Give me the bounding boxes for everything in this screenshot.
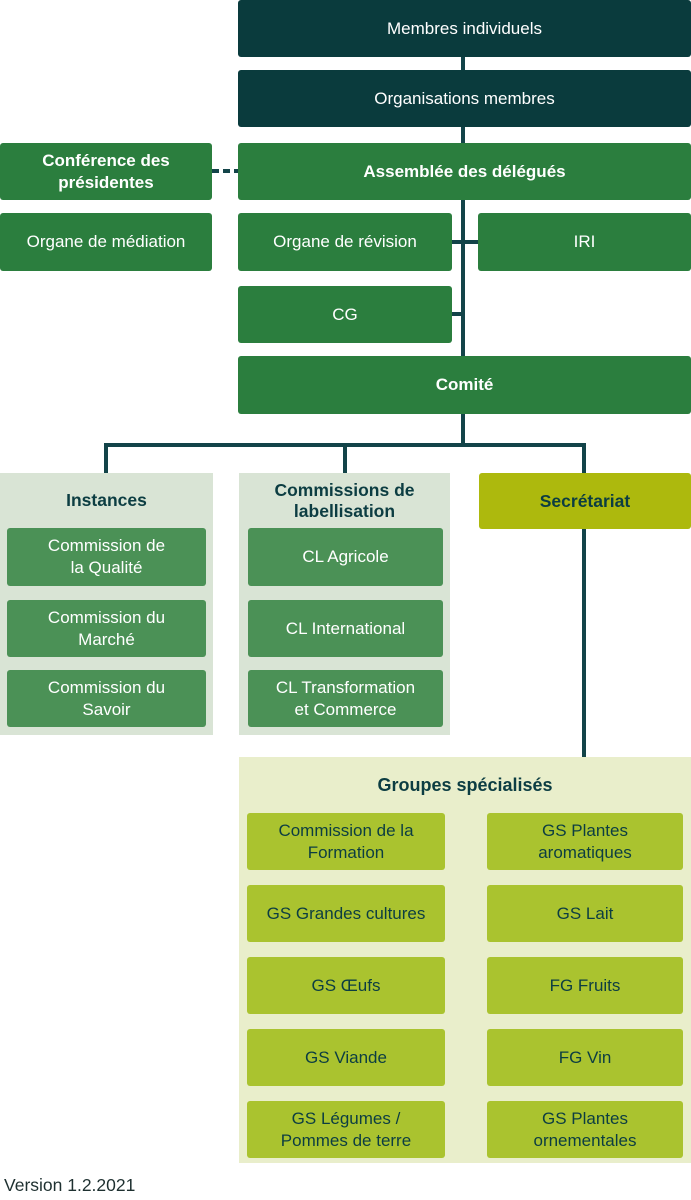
node-organe-de-revision: Organe de révision bbox=[238, 213, 452, 271]
node-cg: CG bbox=[238, 286, 452, 343]
connector-drop-instances bbox=[104, 443, 108, 473]
panel-commissions-labellisation: Commissions de labellisation CL Agricole… bbox=[239, 473, 450, 735]
node-gs-grandes-cultures: GS Grandes cultures bbox=[247, 885, 445, 942]
version-label: Version 1.2.2021 bbox=[4, 1175, 136, 1195]
connector-organisations-assemblee bbox=[461, 127, 465, 143]
panel-commissions-title: Commissions de labellisation bbox=[274, 479, 415, 521]
node-gs-plantes-ornementales: GS Plantes ornementales bbox=[487, 1101, 683, 1158]
connector-drop-secretariat bbox=[582, 443, 586, 473]
node-commission-savoir: Commission du Savoir bbox=[7, 670, 206, 727]
connector-secretariat-groupes bbox=[582, 529, 586, 757]
node-assemblee-des-delegues: Assemblée des délégués bbox=[238, 143, 691, 200]
node-fg-vin: FG Vin bbox=[487, 1029, 683, 1086]
connector-assemblee-comite bbox=[461, 200, 465, 356]
node-gs-legumes-pommes-de-terre: GS Légumes / Pommes de terre bbox=[247, 1101, 445, 1158]
node-gs-viande: GS Viande bbox=[247, 1029, 445, 1086]
node-gs-lait: GS Lait bbox=[487, 885, 683, 942]
panel-groupes-title: Groupes spécialisés bbox=[377, 774, 553, 795]
node-cl-international: CL International bbox=[248, 600, 443, 657]
node-secretariat: Secrétariat bbox=[479, 473, 691, 529]
connector-drop-commissions bbox=[343, 443, 347, 473]
node-membres-individuels: Membres individuels bbox=[238, 0, 691, 57]
node-iri: IRI bbox=[478, 213, 691, 271]
node-organisations-membres: Organisations membres bbox=[238, 70, 691, 127]
node-commission-marche: Commission du Marché bbox=[7, 600, 206, 657]
node-cl-transformation-commerce: CL Transformation et Commerce bbox=[248, 670, 443, 727]
panel-groupes-specialises: Groupes spécialisés Commission de la For… bbox=[239, 757, 691, 1163]
connector-revision-iri bbox=[452, 240, 478, 244]
node-gs-oeufs: GS Œufs bbox=[247, 957, 445, 1014]
node-fg-fruits: FG Fruits bbox=[487, 957, 683, 1014]
node-conference-des-presidentes: Conférence des présidentes bbox=[0, 143, 212, 200]
connector-dashed-conference-assemblee bbox=[212, 169, 238, 173]
node-organe-de-mediation: Organe de médiation bbox=[0, 213, 212, 271]
node-commission-formation: Commission de la Formation bbox=[247, 813, 445, 870]
connector-membres-organisations bbox=[461, 57, 465, 70]
node-cl-agricole: CL Agricole bbox=[248, 528, 443, 586]
panel-instances: Instances Commission de la Qualité Commi… bbox=[0, 473, 213, 735]
connector-comite-down bbox=[461, 414, 465, 443]
connector-cg-stub bbox=[452, 312, 465, 316]
node-comite: Comité bbox=[238, 356, 691, 414]
node-commission-qualite: Commission de la Qualité bbox=[7, 528, 206, 586]
panel-instances-title: Instances bbox=[66, 490, 147, 510]
node-gs-plantes-aromatiques: GS Plantes aromatiques bbox=[487, 813, 683, 870]
